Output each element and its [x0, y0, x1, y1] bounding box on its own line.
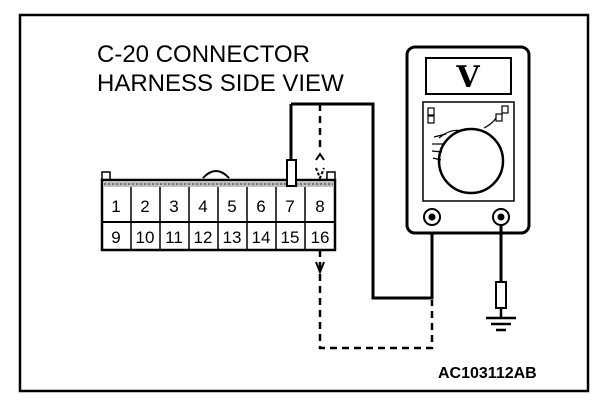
- pin-label: 11: [165, 228, 183, 247]
- multimeter: V: [405, 45, 531, 235]
- range-mark-icon: [427, 107, 435, 116]
- pin-label: 5: [227, 197, 236, 216]
- pin-label: 12: [194, 228, 213, 247]
- back-probe-tip-top: [315, 167, 325, 181]
- probe-tip: [286, 159, 297, 187]
- pin-label: 1: [111, 197, 120, 216]
- ground-lead: [486, 225, 516, 332]
- pin-label: 4: [198, 197, 207, 216]
- pin-label: 9: [111, 228, 120, 247]
- range-mark-icon: [501, 105, 509, 114]
- pin-label: 16: [311, 228, 330, 247]
- pin-label: 15: [281, 228, 300, 247]
- back-probe-fork-top: [315, 152, 325, 161]
- meter-dial: [437, 127, 505, 195]
- terminal-dot: [497, 213, 505, 221]
- range-mark-icon: [495, 113, 503, 122]
- pin-label: 13: [223, 228, 242, 247]
- dial-ticks: [431, 117, 497, 161]
- back-probe-tip-bottom: [315, 261, 325, 275]
- pin-label: 8: [315, 197, 324, 216]
- connector-cell-grid: [130, 187, 306, 250]
- meter-lead-solid: [291, 102, 434, 300]
- pin-label: 14: [252, 228, 271, 247]
- title-line-2: HARNESS SIDE VIEW: [97, 70, 344, 97]
- meter-display-symbol: V: [455, 60, 480, 95]
- dashed-lead-bottom: [318, 250, 434, 350]
- meter-display: [425, 57, 512, 95]
- ground-probe: [495, 281, 507, 309]
- connector-latch: [202, 170, 230, 179]
- pin-label: 3: [169, 197, 178, 216]
- terminal-dot: [428, 213, 436, 221]
- pin-label: 6: [256, 197, 265, 216]
- diagram-frame: [18, 13, 590, 393]
- jumper-wire-dashed: [315, 104, 434, 350]
- pin-label: 10: [136, 228, 155, 247]
- connector-c20: 1 2 3 4 5 6 7 8 9 10 11 12 13 14 15 16: [100, 170, 337, 252]
- range-mark-icon: [427, 115, 435, 124]
- pin-label: 2: [140, 197, 149, 216]
- probe-pin-7: [286, 104, 297, 187]
- connector-rim: [104, 181, 333, 187]
- title-line-1: C-20 CONNECTOR: [97, 41, 310, 68]
- reference-code: AC103112AB: [438, 365, 537, 382]
- pin-label: 7: [285, 197, 294, 216]
